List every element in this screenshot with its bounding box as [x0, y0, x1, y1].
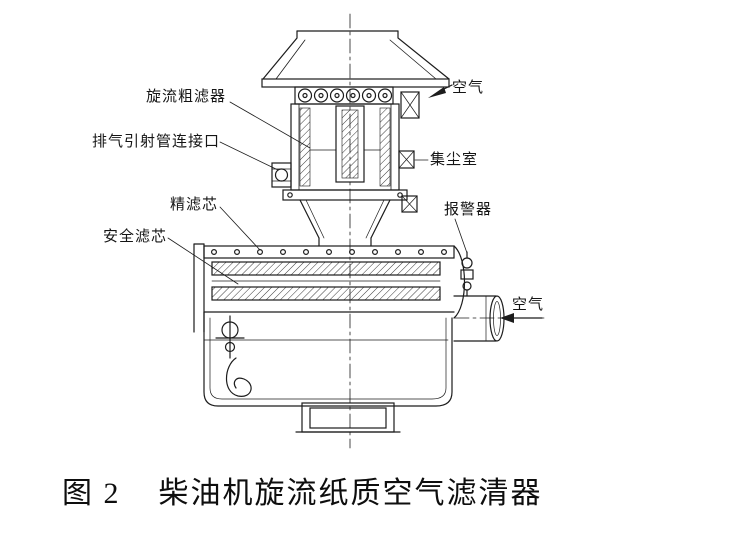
wing-nut-clamp [215, 315, 245, 359]
label-alarm: 报警器 [444, 201, 493, 218]
housing-top-flange [203, 245, 455, 259]
label-air-outlet: 空气 [512, 296, 545, 313]
alarm-device [460, 251, 474, 297]
filter-element-bands [211, 261, 441, 301]
cone-transition [299, 199, 391, 247]
label-air-inlet: 空气 [452, 79, 485, 96]
air-flow-arrows [428, 84, 543, 323]
label-cyclone-coarse-filter: 旋流粗滤器 [146, 88, 227, 105]
base-bracket [295, 402, 401, 433]
figure-caption: 图 2 柴油机旋流纸质空气滤清器 [62, 468, 543, 512]
figure-title: 柴油机旋流纸质空气滤清器 [158, 477, 543, 510]
cylinder-flange [282, 189, 418, 213]
figure-number: 图 2 [62, 477, 121, 510]
lower-shell [203, 311, 453, 407]
label-fine-filter-element: 精滤芯 [170, 196, 219, 213]
exhaust-ejector-port [271, 162, 292, 188]
cap-side-fitting [400, 91, 420, 119]
cyclone-tube-row [294, 86, 394, 105]
label-exhaust-ejector-pipe-port: 排气引射管连接口 [92, 133, 221, 150]
dust-valve [225, 357, 252, 397]
rain-cap [261, 30, 450, 88]
upper-cylinder [290, 103, 400, 191]
label-safety-filter-element: 安全滤芯 [103, 228, 168, 245]
label-dust-collection-chamber: 集尘室 [430, 151, 479, 168]
dust-chamber-fitting [398, 150, 415, 169]
leader-lines [167, 101, 468, 285]
